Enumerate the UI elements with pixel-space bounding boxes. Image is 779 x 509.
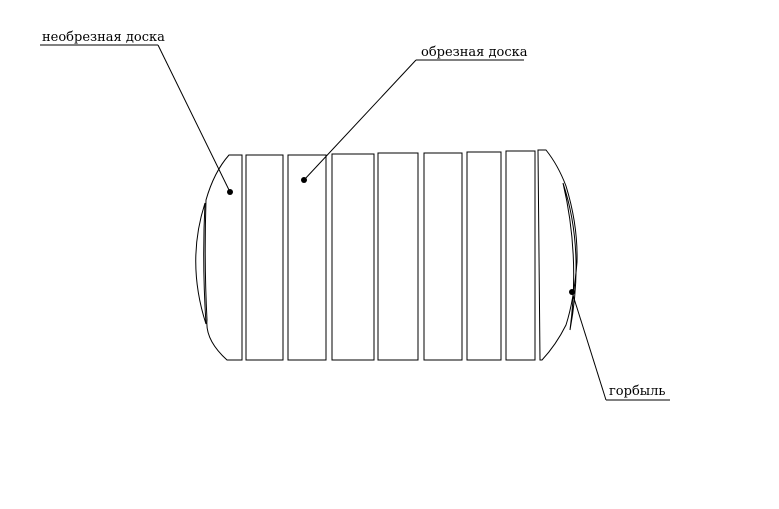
- edged-board-5: [423, 152, 463, 361]
- edged-board-4: [377, 152, 419, 361]
- edged-board-3: [331, 153, 375, 361]
- edged-board-7: [505, 150, 536, 361]
- left-slab: [195, 202, 207, 325]
- leader-line-slab-diag: [571, 291, 607, 401]
- right-slab: [562, 182, 577, 331]
- edged-board-2: [287, 154, 327, 361]
- marker-unedged-board: [227, 189, 233, 195]
- unedged-board-left: [204, 154, 243, 361]
- label-unedged-board: необрезная доска: [42, 30, 165, 45]
- label-edged-board: обрезная доска: [421, 45, 528, 60]
- leader-line-edged-diag: [303, 59, 417, 181]
- marker-slab: [569, 289, 575, 295]
- edged-board-6: [466, 151, 502, 361]
- unedged-board-right: [537, 149, 578, 361]
- marker-edged-board: [301, 177, 307, 183]
- edged-board-1: [245, 154, 284, 361]
- leader-line-unedged-diag: [157, 44, 231, 193]
- label-slab: горбыль: [609, 384, 665, 399]
